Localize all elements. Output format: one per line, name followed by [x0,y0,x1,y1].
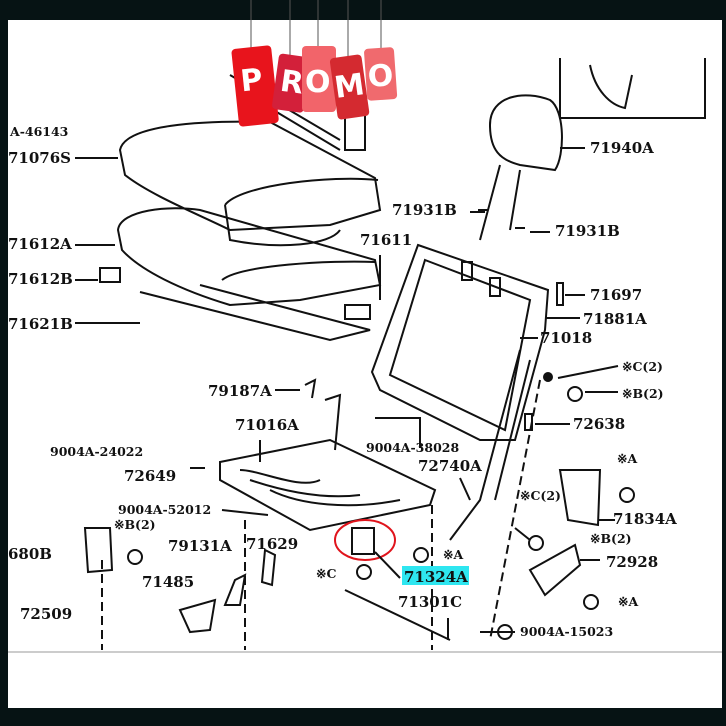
promo-letter: R [278,64,306,102]
highlight-71324a [402,566,469,585]
b-marker-icon [528,535,544,551]
part-label: ※A [443,547,463,562]
s-marker-icon [497,624,513,640]
s-marker-icon [619,487,635,503]
part-label: ※B(2) [114,517,156,532]
part-label: ※A [617,451,637,466]
part-label: 71629 [246,535,298,553]
part-label: 71881A [583,310,647,328]
part-label: ※B(2) [590,531,632,546]
part-label: 71016A [235,416,299,434]
s-marker-icon [583,594,599,610]
part-label: 71301C [398,593,462,611]
part-label: 71485 [142,573,194,591]
part-label: 72740A [418,457,482,475]
seat-back-frame-drawing [370,243,564,641]
part-label: 9004A-38028 [366,440,459,455]
g-marker-icon [413,547,429,563]
part-label: 72638 [573,415,625,433]
promo-letter: O [367,58,395,95]
part-label: 71697 [590,286,642,304]
part-label: A-46143 [9,124,68,139]
red-circle-mark [334,519,396,561]
part-label: 79187A [208,382,272,400]
part-label: ※C(2) [622,359,663,374]
part-label: 71834A [613,510,677,528]
part-label: 79131A [168,537,232,555]
promo-letter: P [239,62,265,99]
leader-lines [75,147,619,640]
part-label: 9004A-52012 [118,502,211,517]
seat-frame-drawing [83,378,602,650]
part-label: 71612B [8,270,73,288]
part-label: 71931B [392,201,457,219]
part-label: 71940A [590,139,654,157]
part-label: 72928 [606,553,658,571]
part-label: 71076S [8,149,71,167]
part-label: 9004A-15023 [520,624,613,639]
part-label: 71931B [555,222,620,240]
part-label: 72649 [124,467,176,485]
part-label: ※C(2) [520,488,561,503]
part-labels: A-46143 71076S 71612A 71612B 71621B 7161… [8,124,677,640]
part-label: 9004A-24022 [50,444,143,459]
b-marker-icon [567,386,583,402]
part-label: ※A [618,594,638,609]
part-label: 71018 [540,329,592,347]
promo-badge: P R O M O [231,0,398,127]
part-label: 71621B [8,315,73,333]
headrest-drawing [478,94,563,241]
s-marker-icon [356,564,372,580]
part-label: 72509 [20,605,72,623]
part-label: 71611 [360,231,412,249]
part-label: 680B [8,545,52,563]
part-label: ※C [316,566,336,581]
part-label: 71612A [8,235,72,253]
promo-letter: O [305,65,331,100]
b-marker-icon [127,549,143,565]
part-label: ※B(2) [622,386,664,401]
highlighted-part-label: 71324A [404,568,468,586]
promo-letter: M [332,67,366,106]
part-71324a-icon [351,527,375,555]
